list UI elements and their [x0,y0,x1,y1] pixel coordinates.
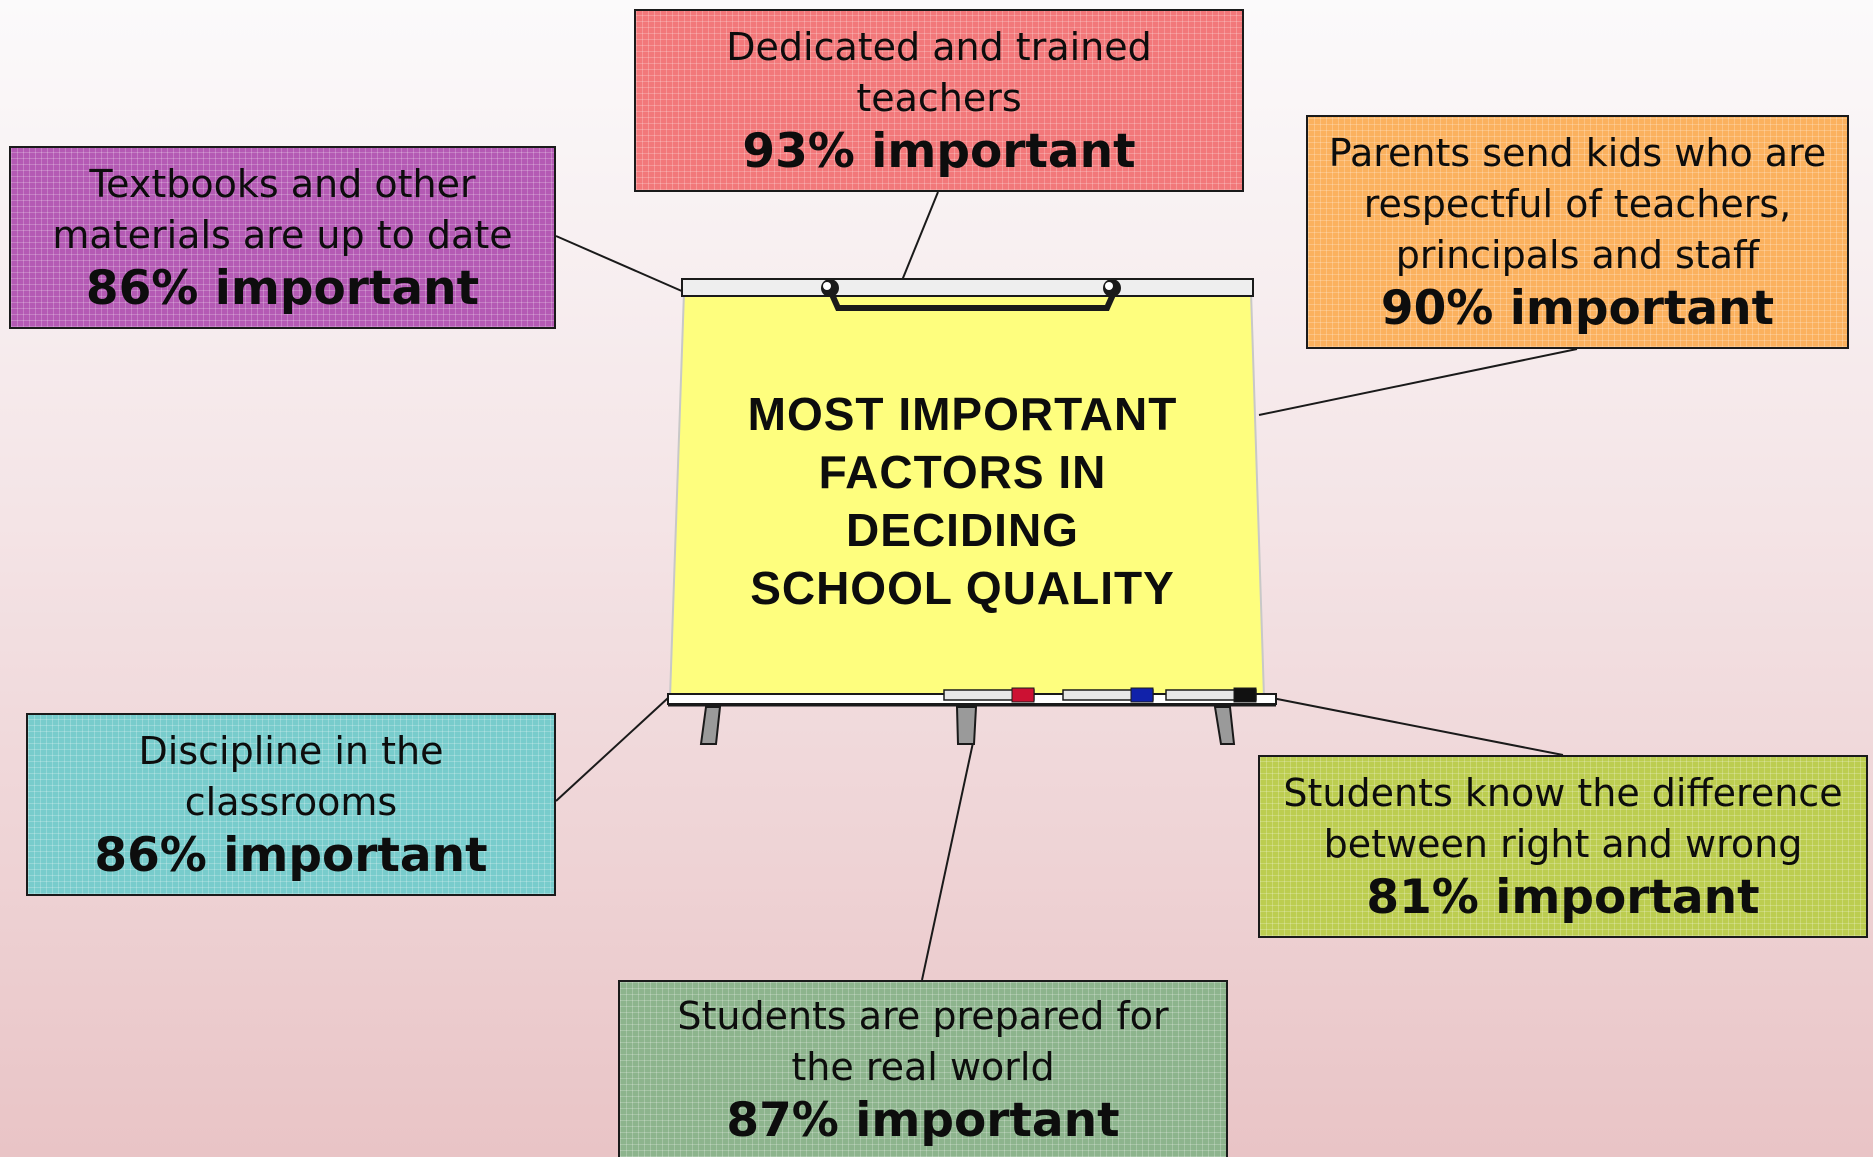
factor-percent: 93% important [742,123,1136,179]
connector-discipline [555,697,669,802]
factor-text: principals and staff [1395,232,1760,277]
factor-text: the real world [791,1044,1055,1089]
flipchart-top-bar [681,278,1254,297]
factor-text: Dedicated and trained [726,24,1152,69]
factor-text: Textbooks and other [89,161,476,206]
factor-text: classrooms [184,779,398,824]
marker-black [1165,687,1257,703]
factor-text: Students are prepared for [677,993,1169,1038]
factor-text: teachers [856,75,1022,120]
factor-text: materials are up to date [52,212,513,257]
factor-text: Discipline in the [138,728,444,773]
factor-percent: 81% important [1366,869,1760,925]
factor-percent: 90% important [1380,280,1775,336]
title-line: DECIDING [846,504,1079,556]
title-line: MOST IMPORTANT [747,388,1178,440]
factor-box-discipline: Discipline in the classrooms 86% importa… [26,713,556,896]
connector-parents [1258,348,1578,416]
factor-text: Parents send kids who are [1328,130,1827,175]
connector-right-wrong [1271,697,1564,756]
flipchart-handle [827,288,1118,311]
factor-percent: 86% important [85,260,480,316]
factor-text: between right and wrong [1323,821,1803,866]
factor-text: Students know the difference [1283,770,1843,815]
factor-box-right-wrong: Students know the difference between rig… [1258,755,1868,938]
connector-real-world [921,737,975,981]
title-line: FACTORS IN [818,446,1107,498]
diagram-title: MOST IMPORTANT FACTORS IN DECIDING SCHOO… [690,385,1235,617]
factor-percent: 86% important [94,827,488,883]
marker-red [943,687,1035,703]
easel-legs [699,706,1236,745]
factor-percent: 87% important [726,1092,1120,1148]
factor-box-teachers: Dedicated and trained teachers 93% impor… [634,9,1244,192]
factor-box-parents: Parents send kids who are respectful of … [1306,115,1849,349]
factor-text: respectful of teachers, [1363,181,1792,226]
connector-textbooks [555,235,685,293]
marker-blue [1062,687,1154,703]
factor-box-textbooks: Textbooks and other materials are up to … [9,146,556,329]
factor-box-real-world: Students are prepared for the real world… [618,980,1228,1157]
title-line: SCHOOL QUALITY [750,562,1175,614]
